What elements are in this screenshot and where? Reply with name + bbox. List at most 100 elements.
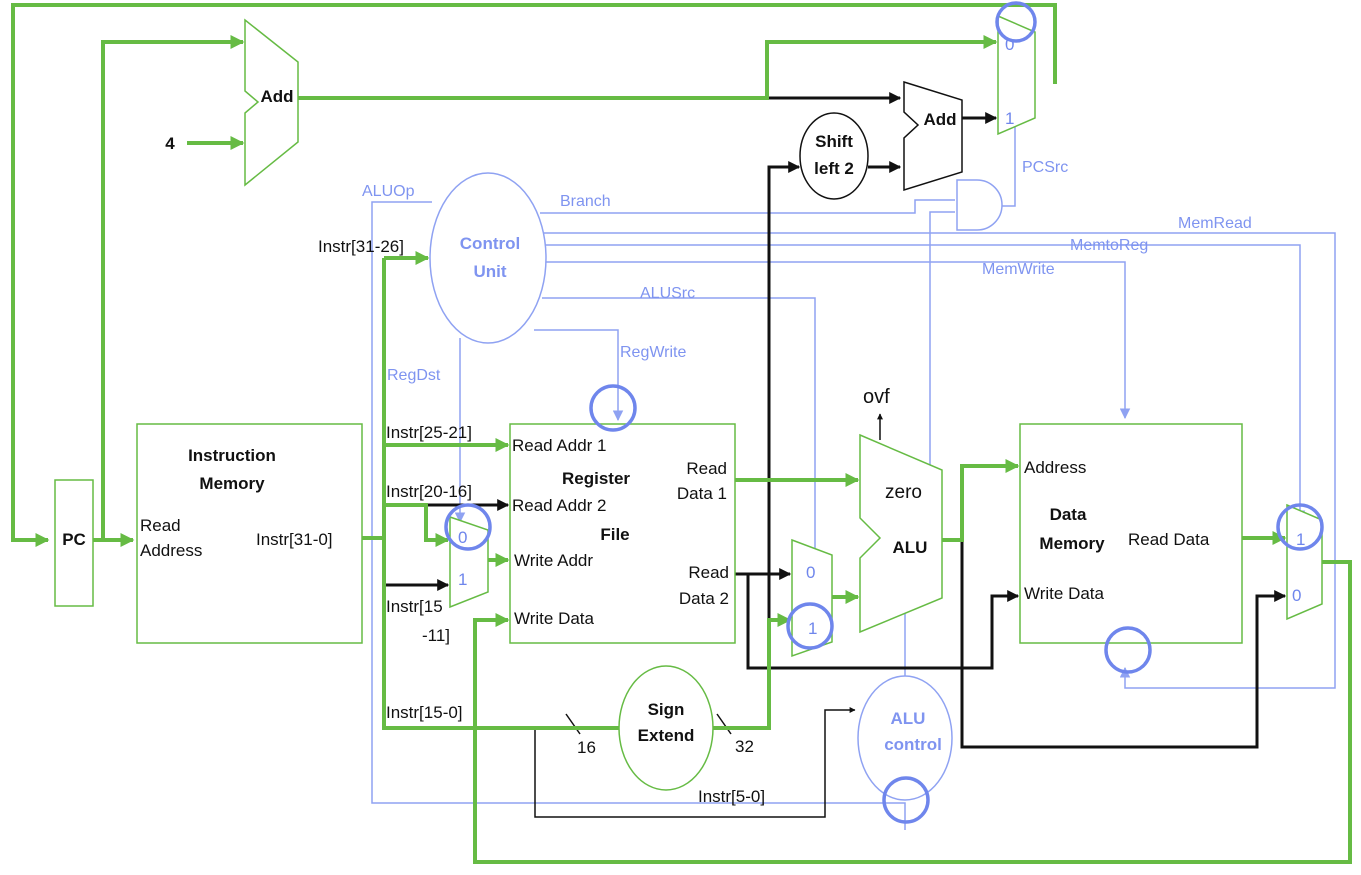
- data-memory-box: [1019, 423, 1243, 644]
- regwrite-ring: [589, 384, 637, 432]
- read-data-1-label-2: Data 1: [677, 484, 727, 503]
- memwrite-label: MemWrite: [982, 261, 1055, 278]
- aluop-label: ALUOp: [362, 183, 415, 200]
- register-file: Read Addr 1 Register Read Addr 2 File Wr…: [509, 423, 736, 644]
- branch-and-gate: [956, 179, 1003, 231]
- branch-label: Branch: [560, 193, 611, 210]
- control-unit: Control Unit: [429, 172, 547, 344]
- regdst-mux-input-1: 1: [458, 570, 467, 589]
- memtoreg-wire: [545, 244, 1306, 522]
- pc-mux-input-1: 1: [1005, 109, 1014, 128]
- regdst-label: RegDst: [387, 367, 441, 384]
- read-data-1-label-1: Read: [686, 459, 727, 478]
- instr-31-0-label: Instr[31-0]: [256, 530, 333, 549]
- shift-left-2-label-2: left 2: [814, 159, 854, 178]
- read-addr-1-label: Read Addr 1: [512, 436, 607, 455]
- pcsrc-wire: [997, 118, 1016, 207]
- alusrc-wire: [542, 297, 821, 562]
- pc-adder: Add 4: [165, 18, 299, 187]
- write-back-wire: [473, 560, 1352, 864]
- alu-control-shape: [857, 675, 953, 801]
- read-address-label-1: Read: [140, 516, 181, 535]
- const-four-label: 4: [165, 134, 175, 153]
- memtoreg-ring: [1276, 503, 1324, 551]
- bus-labels: Instr[31-26] Instr[25-21] Instr[20-16] I…: [318, 237, 765, 806]
- sign-extend-label-1: Sign: [648, 700, 685, 719]
- branch-adder: Add: [903, 80, 963, 192]
- memtoreg-mux: 1 0: [1286, 503, 1323, 621]
- memtoreg-mux-input-0: 0: [1292, 586, 1301, 605]
- register-file-title-1: Register: [562, 469, 630, 488]
- alusrc-mux-input-1: 1: [808, 619, 817, 638]
- read-data-2-label-1: Read: [688, 563, 729, 582]
- register-file-title-2: File: [600, 525, 629, 544]
- pc-adder-shape: [244, 18, 299, 187]
- alu-control-label-1: ALU: [891, 709, 926, 728]
- sign-extend-shape: [618, 665, 714, 791]
- highlight-rings: [444, 1, 1324, 824]
- zero-label: zero: [885, 482, 922, 503]
- width-slash-32: [716, 713, 732, 735]
- width-16-label: 16: [577, 738, 596, 757]
- instr-25-21-label: Instr[25-21]: [386, 423, 472, 442]
- pc4-wire: [298, 35, 998, 100]
- alusrc-mux-shape: [791, 538, 833, 658]
- instr-bus-wire: [382, 258, 620, 730]
- pc-box: [54, 479, 94, 607]
- signal-labels: ALUOp Branch MemRead MemtoReg MemWrite A…: [362, 159, 1252, 384]
- instruction-memory-title-2: Memory: [199, 474, 265, 493]
- control-unit-label-2: Unit: [473, 262, 506, 281]
- alu-result-to-final-mux: [960, 540, 1287, 749]
- memtoreg-label: MemtoReg: [1070, 237, 1148, 254]
- alu-control: ALU control: [857, 675, 953, 801]
- data-memory-title-1: Data: [1050, 505, 1087, 524]
- mem-write-data-label: Write Data: [1024, 584, 1105, 603]
- read-data-label: Read Data: [1128, 530, 1210, 549]
- memwrite-wire: [545, 261, 1131, 420]
- register-file-box: [509, 423, 736, 644]
- instr-5-0-wire: [534, 707, 856, 818]
- alu: ALU zero ovf: [859, 386, 943, 634]
- sign-extend: Sign Extend: [618, 665, 714, 791]
- sext-to-shift: [767, 161, 801, 620]
- pc-mux-input-0: 0: [1005, 35, 1014, 54]
- pc-mux-shape: [997, 14, 1036, 136]
- branch-wire: [540, 199, 955, 214]
- memread-label: MemRead: [1178, 215, 1252, 232]
- pcsrc-label: PCSrc: [1022, 159, 1068, 176]
- instr-15-0-label: Instr[15-0]: [386, 703, 463, 722]
- instr-20-16-green-wire: [384, 503, 450, 547]
- instr-20-16-label: Instr[20-16]: [386, 482, 472, 501]
- alusrc-ring: [786, 602, 834, 650]
- regdst-mux-shape: [449, 515, 489, 609]
- pc-adder-label: Add: [260, 87, 293, 106]
- data-memory: Address Data Memory Read Data Write Data: [1019, 423, 1243, 644]
- instruction-memory: Instruction Memory Read Address Instr[31…: [136, 423, 363, 644]
- black-wires: [384, 92, 1287, 749]
- memread-ring: [1104, 626, 1152, 674]
- pc-to-adder-wire: [101, 35, 245, 540]
- zero-wire: [929, 211, 955, 470]
- pc-label: PC: [62, 530, 86, 549]
- regwrite-label: RegWrite: [620, 344, 686, 361]
- instr-5-0-label: Instr[5-0]: [698, 787, 765, 806]
- pc-mux: 0 1: [997, 14, 1036, 136]
- read-data2-to-memory: [746, 574, 1020, 670]
- alu-shape: [859, 433, 943, 634]
- data-memory-title-2: Memory: [1039, 534, 1105, 553]
- read-address-label-2: Address: [140, 541, 202, 560]
- memread-wire: [542, 232, 1336, 689]
- instruction-memory-box: [136, 423, 363, 644]
- read-addr-2-label: Read Addr 2: [512, 496, 607, 515]
- read-data-2-label-2: Data 2: [679, 589, 729, 608]
- sign-extend-label-2: Extend: [638, 726, 695, 745]
- pcsrc-ring: [995, 1, 1037, 43]
- aluop-ring: [882, 776, 930, 824]
- shift-left-2-label-1: Shift: [815, 132, 853, 151]
- shift-left-2-shape: [799, 112, 869, 200]
- control-unit-shape: [429, 172, 547, 344]
- instr-15-11-label-1: Instr[15: [386, 597, 443, 616]
- sign-extend-out-wire: [713, 613, 792, 730]
- aluop-wire: [371, 201, 906, 830]
